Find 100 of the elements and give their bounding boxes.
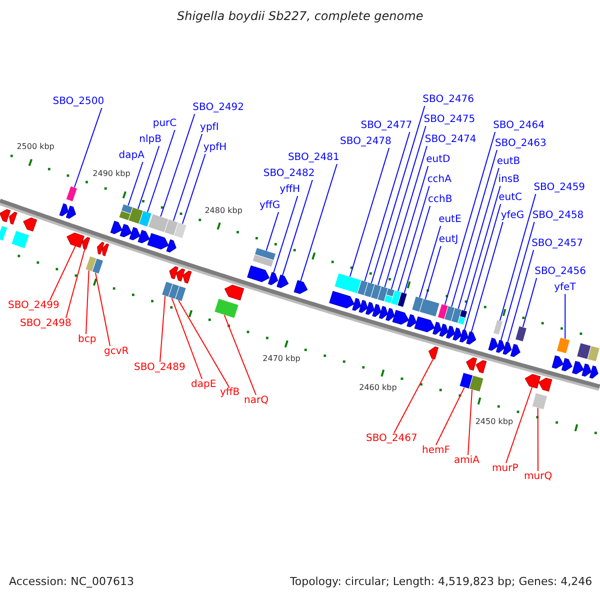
accession-text: Accession: NC_007613: [9, 575, 134, 589]
gene-block: [164, 218, 178, 236]
gene-marker: [589, 366, 598, 379]
gene-marker: [176, 268, 186, 282]
gene-marker: [452, 328, 462, 341]
leader-line: [128, 162, 144, 206]
gene-label: SBO_2457: [532, 238, 583, 250]
scale-label: 2470 kbp: [262, 354, 300, 364]
gene-block: [370, 284, 382, 300]
gene-label: cchA: [427, 174, 452, 186]
gene-marker: [439, 324, 448, 337]
leader-line: [266, 212, 280, 252]
gene-label: SBO_2492: [192, 102, 244, 114]
gene-label: bcp: [78, 334, 96, 346]
gene-label: amiA: [454, 455, 480, 467]
gene-block: [0, 225, 8, 242]
leader-line: [404, 206, 431, 294]
leader-line: [74, 108, 102, 188]
gene-marker: [561, 358, 572, 372]
gene-marker: [166, 239, 176, 252]
leader-line: [398, 186, 430, 292]
gene-label: SBO_2459: [534, 182, 586, 194]
leader-line: [370, 106, 426, 284]
leader-line: [378, 126, 426, 286]
gene-label: SBO_2456: [534, 266, 586, 278]
gene-label: yffH: [280, 184, 300, 196]
gene-label: yffG: [260, 200, 280, 212]
leader-line: [172, 134, 203, 222]
leader-line: [364, 132, 410, 282]
gene-block: [118, 204, 134, 221]
gene-label: eutJ: [438, 234, 458, 246]
gene-marker: [432, 322, 442, 335]
gene-label: ypfI: [200, 122, 219, 134]
gene-block: [458, 309, 468, 326]
leader-line: [468, 389, 473, 456]
leader-line: [464, 204, 502, 331]
gene-block: [138, 210, 152, 228]
leader-line: [458, 168, 500, 310]
gene-marker: [406, 314, 417, 328]
gene-block: [214, 298, 239, 318]
leader-line: [95, 272, 110, 346]
gene-label: eutD: [426, 154, 450, 166]
leader-line: [349, 148, 390, 278]
gene-marker: [358, 300, 368, 313]
gene-block: [587, 346, 600, 362]
gene-marker: [428, 346, 439, 360]
leader-line: [160, 295, 166, 362]
gene-block: [85, 256, 97, 272]
gene-block: [437, 304, 448, 320]
gene-marker: [446, 326, 456, 339]
gene-block: [174, 222, 187, 239]
gene-block: [364, 282, 375, 298]
gene-label: cchB: [428, 194, 452, 206]
gene-label: SBO_2500: [52, 96, 104, 108]
leader-line: [507, 250, 534, 343]
gene-block: [174, 286, 186, 302]
gene-marker: [459, 329, 468, 342]
gene-label: murP: [492, 463, 518, 475]
gene-block: [252, 247, 276, 268]
leader-line: [66, 248, 86, 318]
leader-line: [464, 186, 501, 311]
gene-label: SBO_2463: [494, 138, 546, 150]
leader-line: [146, 130, 176, 213]
gene-label: SBO_2475: [424, 114, 476, 126]
gene-block: [450, 308, 462, 324]
gene-marker: [102, 244, 110, 256]
gene-block: [162, 281, 174, 298]
gene-marker: [182, 270, 192, 284]
gene-block: [334, 272, 362, 294]
gene-marker: [510, 344, 520, 358]
gene-label: ypfH: [203, 142, 227, 154]
leader-line: [451, 150, 498, 308]
scale-label: 2450 kbp: [475, 416, 514, 427]
leader-line: [50, 245, 76, 300]
gene-label: SBO_2482: [263, 168, 315, 180]
leader-line: [384, 146, 428, 288]
gene-block: [397, 292, 408, 308]
gene-marker: [8, 212, 18, 225]
gene-marker: [23, 218, 38, 232]
gene-marker: [82, 236, 90, 250]
gene-marker: [129, 227, 140, 240]
leader-line: [182, 154, 206, 224]
gene-block: [377, 286, 388, 302]
gene-marker: [524, 374, 541, 388]
leader-line: [419, 226, 442, 298]
gene-marker: [476, 360, 487, 374]
gene-label: SBO_2464: [493, 120, 544, 132]
gene-block: [66, 186, 78, 202]
gene-label: purC: [152, 118, 177, 130]
gene-block: [384, 288, 395, 304]
leader-line: [282, 180, 313, 276]
gene-block: [515, 326, 527, 342]
gene-marker: [110, 220, 122, 234]
leader-line: [273, 196, 298, 274]
leader-line: [444, 132, 496, 306]
scale-label: 2500 kbp: [16, 142, 54, 152]
leader-line: [300, 164, 338, 282]
gene-marker: [552, 355, 564, 369]
gene-marker: [97, 242, 104, 255]
gene-block: [468, 375, 484, 392]
